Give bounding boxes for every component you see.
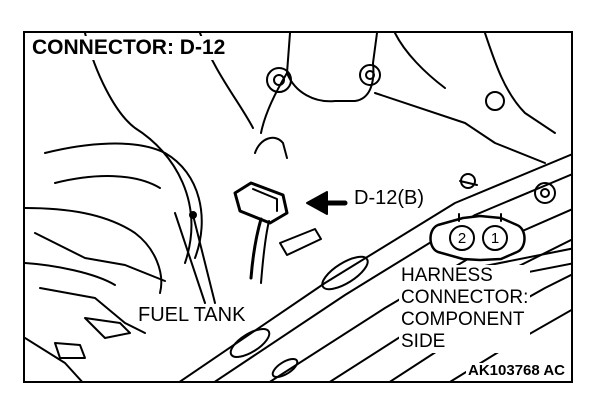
bolt-head (266, 67, 292, 93)
fuel-tank-leader (192, 214, 216, 304)
pin-2-circle (449, 225, 475, 251)
wire-harness (249, 217, 263, 280)
connector-ref-label: D-12(B) (352, 187, 427, 209)
bolt-head (534, 182, 556, 204)
floor-hole (229, 328, 271, 358)
page-title: CONNECTOR: D-12 (30, 36, 229, 60)
bolt-head (485, 91, 505, 111)
fuel-tank-outline (84, 33, 193, 264)
pin-1-circle (482, 225, 508, 251)
arrow-to-connector (306, 191, 328, 215)
bolt-head (359, 64, 381, 86)
pin-label-1: 1 (490, 230, 500, 247)
floor-hole (321, 255, 369, 291)
diagram-frame: CONNECTOR: D-12 D-12(B) 2 1 HARNESS CONN… (23, 31, 573, 383)
floor-rail (179, 153, 571, 381)
figure-code: AK103768 AC (466, 362, 567, 379)
fuel-tank-label: FUEL TANK (135, 305, 249, 325)
harness-connector-face (429, 214, 526, 262)
pin-label-2: 2 (457, 230, 467, 247)
harness-connector-label: HARNESS CONNECTOR: COMPONENT SIDE (399, 265, 531, 353)
connector-body (233, 181, 289, 225)
